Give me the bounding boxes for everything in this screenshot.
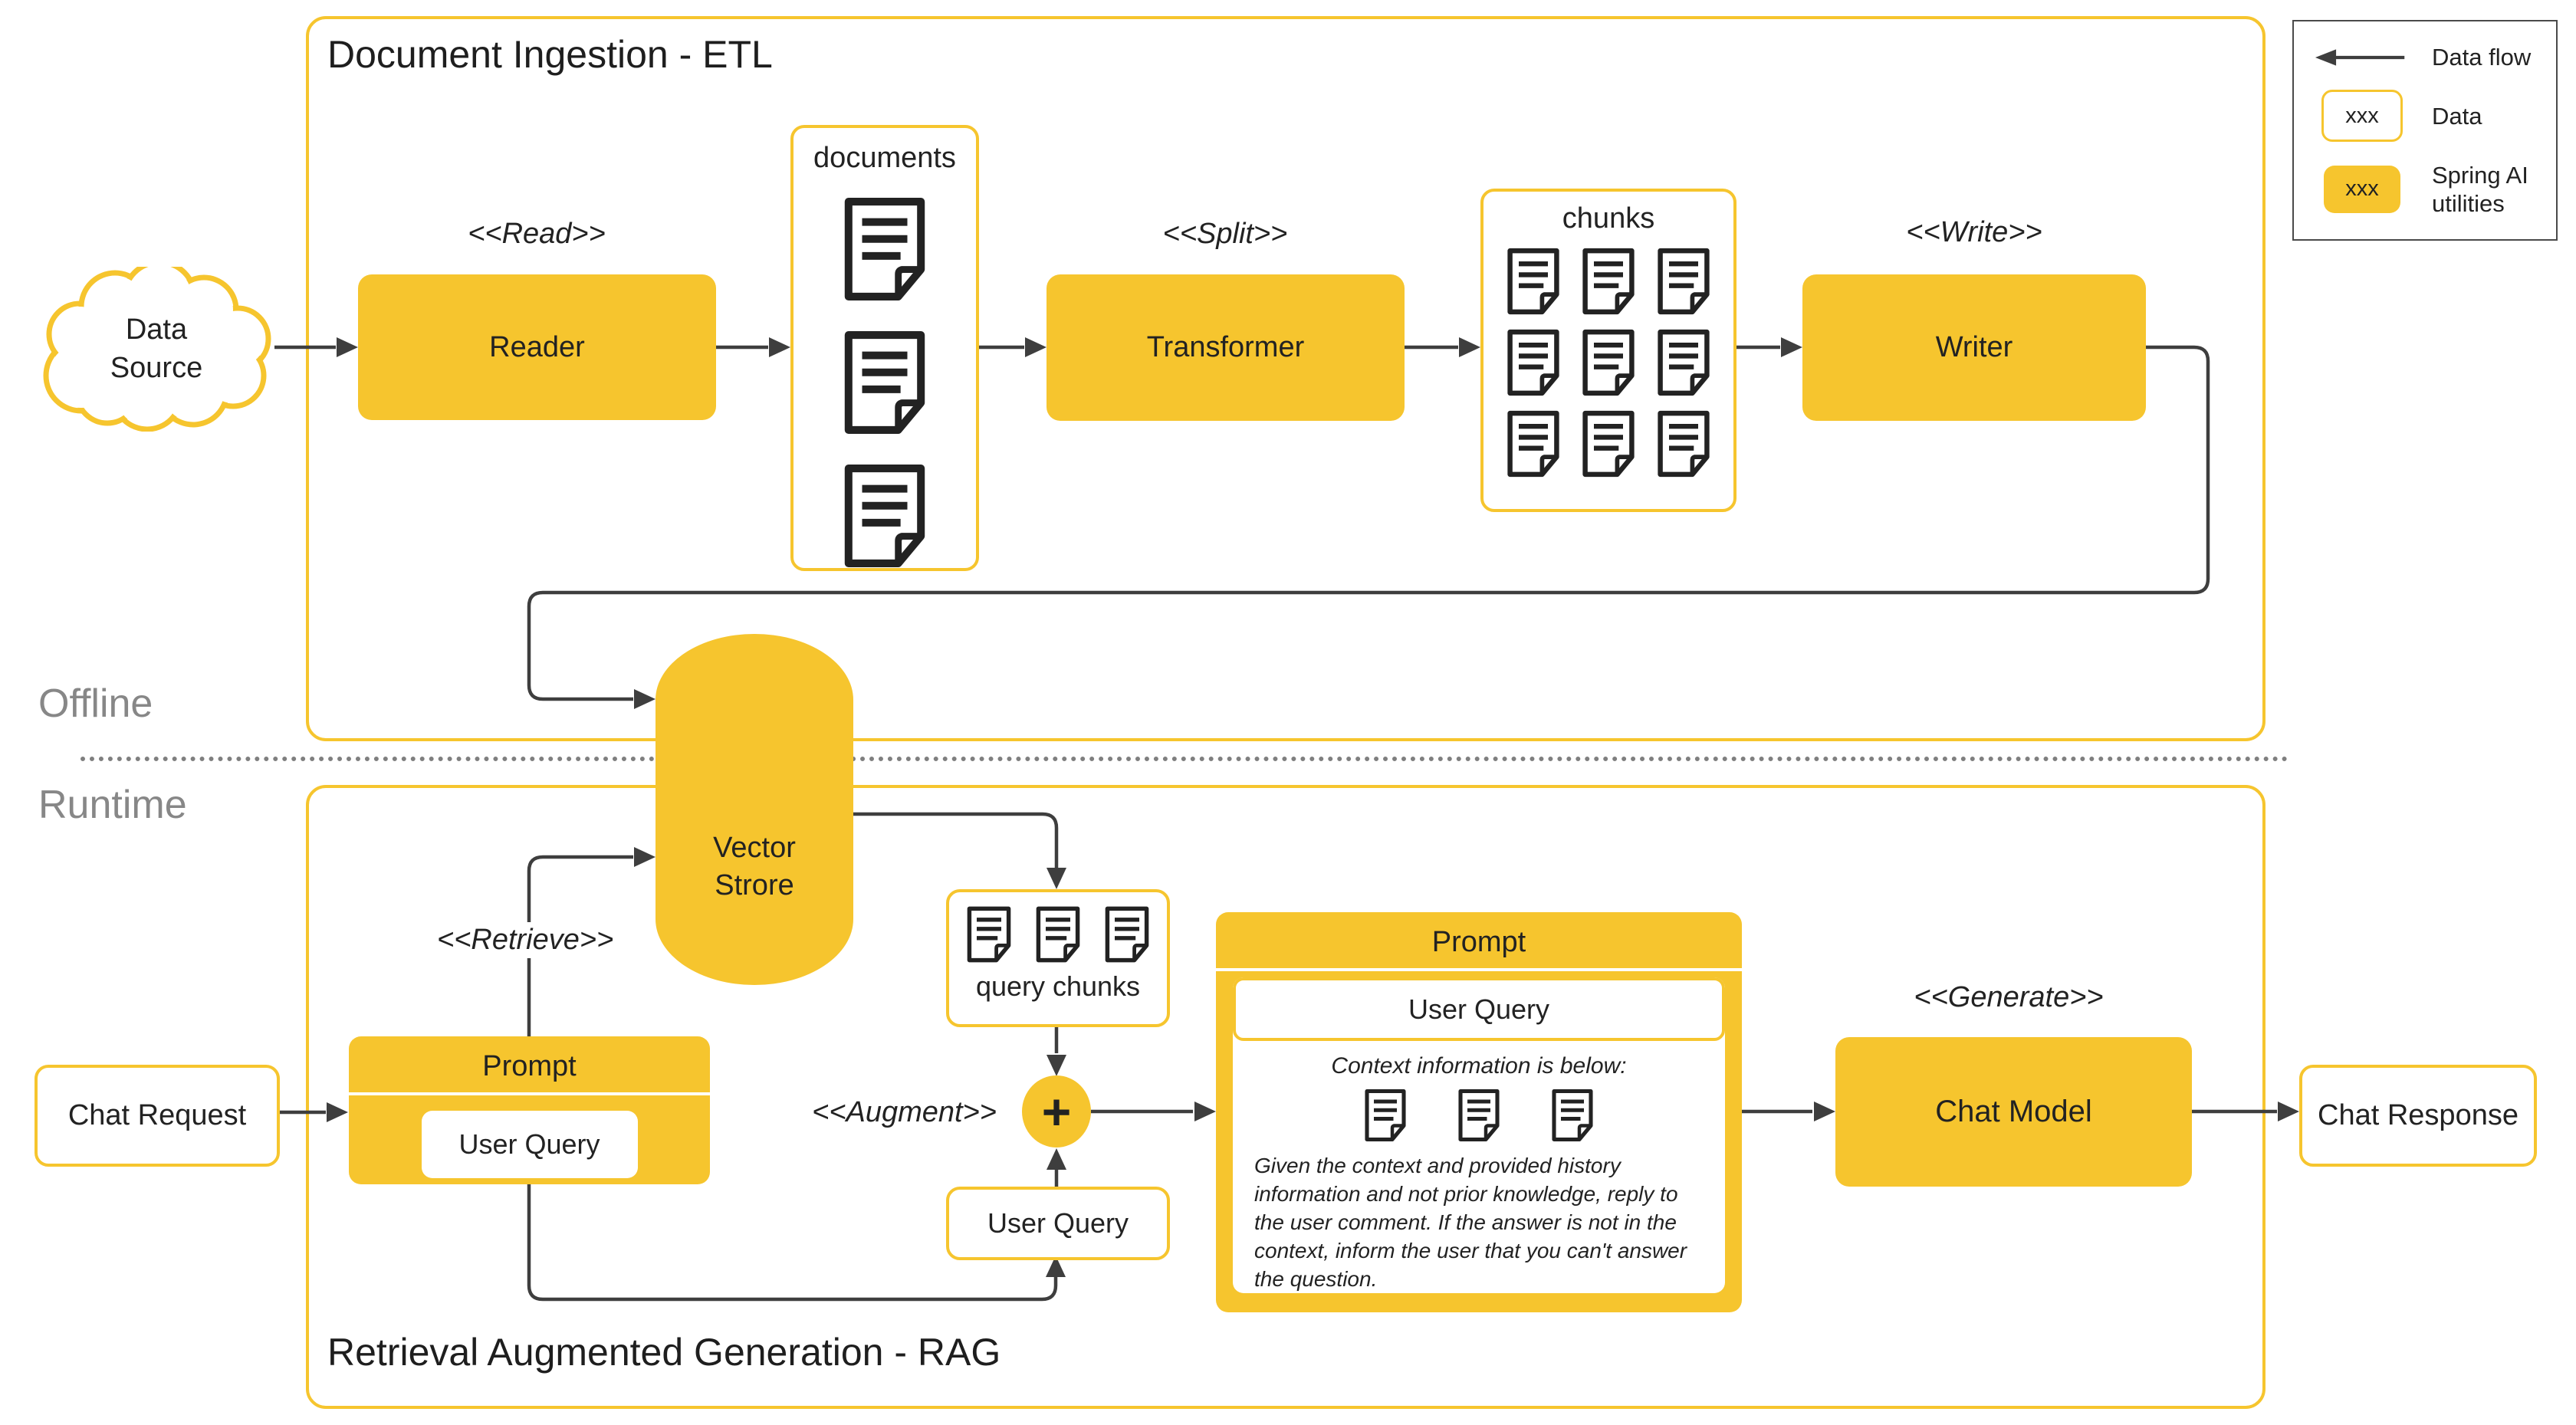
query-chunks-group: query chunks xyxy=(946,889,1170,1027)
data-flow-label: Data flow xyxy=(2432,44,2532,71)
document-icon xyxy=(840,195,930,304)
document-icon xyxy=(1654,409,1713,479)
user-query-node: User Query xyxy=(421,1111,638,1178)
rag-container xyxy=(306,785,2266,1409)
prompt-node: Prompt User Query xyxy=(349,1036,710,1184)
document-icon xyxy=(964,905,1014,964)
prompt-box-header: Prompt xyxy=(1431,926,1526,958)
split-stereotype: <<Split>> xyxy=(1162,218,1288,250)
document-icon xyxy=(1654,327,1713,398)
documents-group: documents xyxy=(790,125,979,571)
data-source-label: Data Source xyxy=(110,314,203,384)
documents-label: documents xyxy=(813,142,956,174)
document-icon xyxy=(1456,1087,1502,1144)
cloud-icon xyxy=(43,259,271,432)
document-icon xyxy=(1579,327,1638,398)
user-query-2-node: User Query xyxy=(946,1187,1170,1260)
spring-utilities-swatch: xxx xyxy=(2324,165,2400,213)
document-icon xyxy=(1504,409,1562,479)
document-icon xyxy=(840,328,930,437)
chunks-label: chunks xyxy=(1562,202,1655,235)
generate-stereotype: <<Generate>> xyxy=(1914,981,2104,1013)
document-icon xyxy=(1362,1087,1408,1144)
runtime-label: Runtime xyxy=(38,783,187,827)
offline-runtime-divider xyxy=(80,757,2288,761)
prompt-box-separator xyxy=(1216,968,1742,971)
data-label: Data xyxy=(2432,102,2482,130)
prompt-separator xyxy=(349,1092,710,1095)
write-stereotype: <<Write>> xyxy=(1906,216,2042,248)
prompt-composition-node: Prompt User Query Context information is… xyxy=(1216,912,1742,1312)
reader-node: Reader xyxy=(358,274,716,420)
document-icon xyxy=(1549,1087,1595,1144)
prompt-header: Prompt xyxy=(482,1050,577,1082)
document-icon xyxy=(1102,905,1152,964)
etl-container xyxy=(306,16,2266,741)
document-icon xyxy=(1579,246,1638,317)
prompt-box-user-query: User Query xyxy=(1233,977,1725,1041)
chat-response-node: Chat Response xyxy=(2299,1065,2537,1167)
context-heading: Context information is below: xyxy=(1331,1053,1627,1079)
vector-store-node: Vector Strore xyxy=(656,634,853,985)
data-swatch: xxx xyxy=(2321,90,2403,143)
data-flow-arrow-icon xyxy=(2315,48,2405,66)
document-icon xyxy=(1504,246,1562,317)
document-icon xyxy=(1504,327,1562,398)
retrieve-stereotype: <<Retrieve>> xyxy=(431,922,620,958)
document-icon xyxy=(840,461,930,570)
rag-title: Retrieval Augmented Generation - RAG xyxy=(327,1331,1001,1374)
legend-row-data-flow: Data flow xyxy=(2314,43,2536,71)
chunks-group: chunks xyxy=(1480,189,1737,512)
query-chunks-label: query chunks xyxy=(975,970,1141,1002)
chat-request-node: Chat Request xyxy=(34,1065,280,1167)
document-icon xyxy=(1654,246,1713,317)
read-stereotype: <<Read>> xyxy=(468,218,606,250)
prompt-box-body: User Query Context information is below:… xyxy=(1233,977,1725,1293)
prompt-instructions: Given the context and provided history i… xyxy=(1254,1154,1687,1291)
data-source-cloud: Data Source xyxy=(34,259,279,432)
offline-label: Offline xyxy=(38,681,153,726)
augment-stereotype: <<Augment>> xyxy=(812,1096,997,1128)
writer-node: Writer xyxy=(1802,274,2146,421)
legend-row-data: xxx Data xyxy=(2314,90,2536,143)
vector-store-label: Vector Strore xyxy=(713,831,796,901)
augment-plus-node: + xyxy=(1022,1075,1091,1148)
legend: Data flow xxx Data xxx Spring AI utiliti… xyxy=(2292,20,2558,241)
document-icon xyxy=(1033,905,1083,964)
legend-row-spring: xxx Spring AI utilities xyxy=(2314,161,2536,218)
transformer-node: Transformer xyxy=(1046,274,1405,421)
etl-title: Document Ingestion - ETL xyxy=(327,33,773,76)
document-icon xyxy=(1579,409,1638,479)
spring-utilities-label: Spring AI utilities xyxy=(2432,161,2528,217)
chat-model-node: Chat Model xyxy=(1835,1037,2192,1187)
